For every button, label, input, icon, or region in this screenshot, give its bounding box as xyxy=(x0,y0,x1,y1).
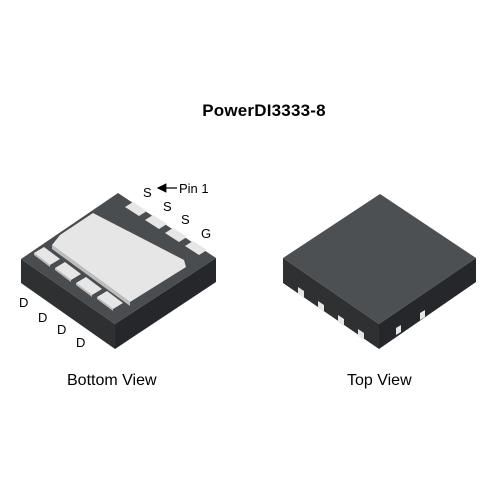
pad-d-4-edge xyxy=(97,297,113,311)
top-right-pads xyxy=(125,202,207,255)
top-view-right-leads xyxy=(396,310,425,335)
bottom-package-left-face xyxy=(21,259,115,349)
pin-label-d-2: D xyxy=(38,310,47,325)
pad-s-1 xyxy=(125,202,147,216)
bottom-view-caption: Bottom View xyxy=(67,372,157,389)
bottom-view-drain-labels: D D D D xyxy=(19,295,85,350)
top-view-package xyxy=(283,194,476,349)
lead-tip-right-2 xyxy=(420,310,425,320)
top-package-right-face xyxy=(379,258,476,349)
pad-d-1 xyxy=(34,247,60,265)
pad-d-3-edge xyxy=(76,283,92,297)
pad-d-2 xyxy=(55,262,81,280)
pin-label-s-2: S xyxy=(163,199,172,214)
pin-label-s-1: S xyxy=(143,185,152,200)
top-view-left-leads xyxy=(298,287,364,340)
exposed-pad xyxy=(52,213,186,302)
pad-d-2-edge xyxy=(55,268,71,282)
pad-s-2 xyxy=(145,215,167,229)
pin-label-s-3: S xyxy=(181,212,190,227)
bottom-left-pads xyxy=(34,247,123,311)
bottom-view-package xyxy=(21,193,216,349)
top-package-top-face xyxy=(283,194,476,324)
exposed-pad-edge xyxy=(52,245,130,306)
top-view-caption: Top View xyxy=(347,372,412,389)
pin-label-g: G xyxy=(201,226,211,241)
lead-tip-left-1 xyxy=(298,287,304,298)
top-package-left-face xyxy=(283,258,379,349)
pin-label-d-4: D xyxy=(76,335,85,350)
pin-label-d-3: D xyxy=(57,322,66,337)
pad-g xyxy=(185,241,207,255)
pad-d-4 xyxy=(97,291,123,309)
package-title: PowerDI3333-8 xyxy=(202,101,326,120)
bottom-package-right-face xyxy=(115,258,216,349)
lead-tip-left-4 xyxy=(358,329,364,340)
pad-d-1-edge xyxy=(34,253,50,267)
pin1-label: Pin 1 xyxy=(179,181,209,196)
lead-tip-right-1 xyxy=(396,325,401,335)
bottom-view-top-pin-labels: S S S G xyxy=(143,185,211,241)
pin1-indicator: Pin 1 xyxy=(156,181,209,196)
pad-s-3 xyxy=(165,228,187,242)
pin-label-d-1: D xyxy=(19,295,28,310)
lead-tip-left-3 xyxy=(338,315,344,326)
lead-tip-left-2 xyxy=(318,301,324,312)
pad-d-3 xyxy=(76,277,102,295)
